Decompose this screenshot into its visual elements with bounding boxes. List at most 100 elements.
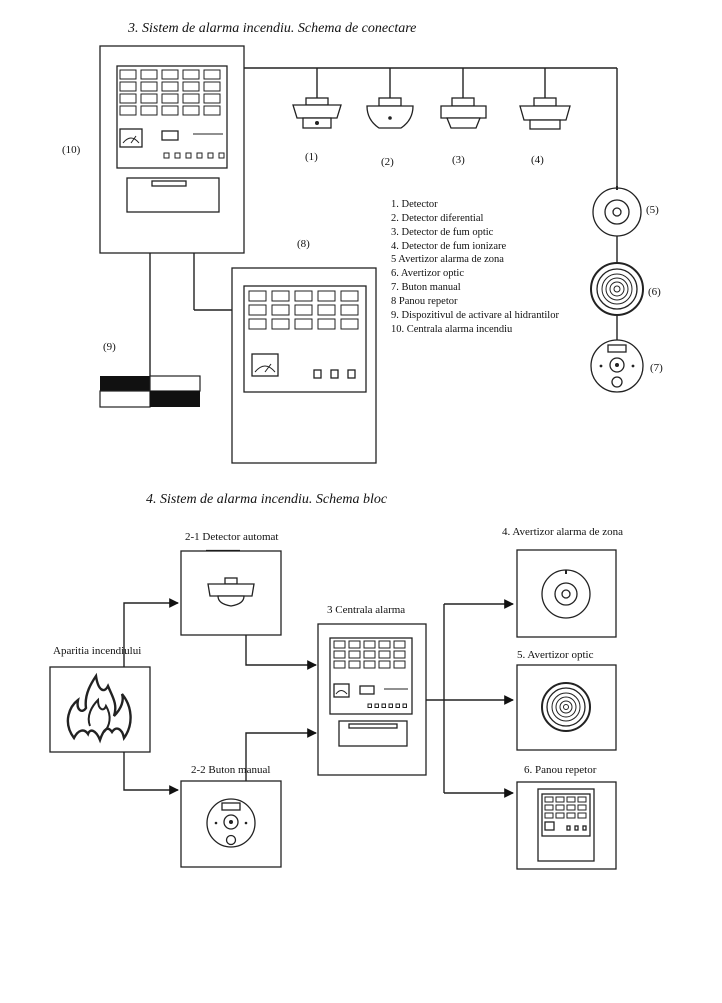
mark-5: (5)	[646, 204, 659, 216]
arrow-button-to-central	[245, 728, 317, 781]
manual-button-label: 2-2 Buton manual	[191, 764, 270, 776]
legend-item: 10. Centrala alarma incendiu	[391, 324, 513, 335]
central-panel-keys	[119, 69, 221, 116]
panel-key	[140, 81, 158, 92]
panel-led	[185, 152, 192, 159]
panel-key	[294, 318, 313, 330]
panel-key	[203, 93, 221, 104]
panel-key	[348, 640, 361, 649]
repeater-panel-icon-keys	[544, 796, 587, 819]
manual-button-icon	[206, 798, 256, 848]
arrow-detector-to-central	[245, 635, 317, 670]
legend-item: 1. Detector	[391, 199, 438, 210]
panel-key	[555, 812, 565, 819]
legend: 1. Detector 2. Detector diferential 3. D…	[391, 199, 559, 335]
legend-item: 4. Detector de fum ionizare	[391, 241, 506, 252]
repeater-panel-label: 6. Panou repetor	[524, 764, 597, 776]
panel-key	[577, 812, 587, 819]
panel-key	[363, 640, 376, 649]
legend-item: 8 Panou repetor	[391, 296, 458, 307]
panel-key	[119, 69, 137, 80]
legend-item: 3. Detector de fum optic	[391, 227, 494, 238]
panel-led	[174, 152, 181, 159]
central-alarm-label: 3 Centrala alarma	[327, 604, 405, 616]
panel-key	[393, 640, 406, 649]
panel-key	[119, 105, 137, 116]
zone-alarm-label: 4. Avertizor alarma de zona	[502, 526, 623, 538]
arrow-fire-to-button	[123, 752, 179, 795]
panel-key	[271, 304, 290, 316]
mark-4: (4)	[531, 154, 544, 166]
panel-key	[544, 812, 554, 819]
panel-key	[544, 804, 554, 811]
panel-led	[388, 703, 393, 708]
legend-item: 9. Dispozitivul de activare al hidrantil…	[391, 310, 559, 321]
mark-9: (9)	[103, 341, 116, 353]
panel-key	[555, 804, 565, 811]
detector-icon-1	[292, 97, 342, 129]
optical-alarm-icon	[541, 682, 591, 732]
panel-key	[119, 81, 137, 92]
central-panel-10	[99, 45, 245, 254]
central-alarm-leds	[367, 703, 407, 708]
detector-icon-2	[366, 97, 414, 129]
panel-key	[393, 660, 406, 669]
panel-key	[363, 660, 376, 669]
panel-key	[140, 69, 158, 80]
panel-key	[348, 650, 361, 659]
flame-icon	[66, 672, 132, 744]
panel-led	[163, 152, 170, 159]
detector-icon-4	[519, 97, 571, 130]
panel-key	[271, 318, 290, 330]
detector-automat-box	[180, 550, 282, 636]
hydrant-activation-device-9	[99, 375, 201, 408]
central-alarm-box	[317, 623, 427, 776]
panel-key	[555, 796, 565, 803]
panel-key	[340, 304, 359, 316]
legend-item: 7. Buton manual	[391, 282, 461, 293]
manual-button-icon-7	[590, 339, 644, 393]
fire-label: Aparitia incendiului	[53, 645, 141, 657]
detector-icon	[207, 577, 255, 607]
optical-alarm-box	[516, 664, 617, 751]
legend-item: 5 Avertizor alarma de zona	[391, 254, 504, 265]
detector-icon-3	[440, 97, 487, 129]
panel-key	[161, 81, 179, 92]
panel-key	[248, 290, 267, 302]
panel-key	[119, 93, 137, 104]
panel-key	[333, 650, 346, 659]
panel-key	[182, 69, 200, 80]
panel-key	[161, 93, 179, 104]
panel-led	[196, 152, 203, 159]
panel-key	[140, 93, 158, 104]
panel-key	[348, 660, 361, 669]
panel-key	[248, 304, 267, 316]
panel-key	[182, 93, 200, 104]
panel-key	[317, 304, 336, 316]
repeater-panel-keys	[248, 290, 359, 330]
panel-key	[182, 105, 200, 116]
repeater-panel-box	[516, 781, 617, 870]
mark-2: (2)	[381, 156, 394, 168]
zone-alarm-icon-5	[592, 186, 642, 237]
panel-led	[374, 703, 379, 708]
legend-item: 2. Detector diferential	[391, 213, 483, 224]
panel-key	[140, 105, 158, 116]
title-block-scheme: 4. Sistem de alarma incendiu. Schema blo…	[146, 492, 388, 507]
panel-key	[203, 81, 221, 92]
panel-key	[317, 318, 336, 330]
mark-10: (10)	[62, 144, 81, 156]
panel-key	[161, 105, 179, 116]
central-alarm-keys	[333, 640, 406, 669]
mark-3: (3)	[452, 154, 465, 166]
central-panel-leds	[163, 152, 225, 159]
title-connection-scheme: 3. Sistem de alarma incendiu. Schema de …	[127, 21, 416, 36]
zone-alarm-icon	[541, 569, 591, 619]
panel-key	[340, 290, 359, 302]
panel-key	[317, 290, 336, 302]
panel-key	[203, 105, 221, 116]
fire-box	[49, 666, 151, 753]
panel-key	[248, 318, 267, 330]
panel-key	[544, 796, 554, 803]
